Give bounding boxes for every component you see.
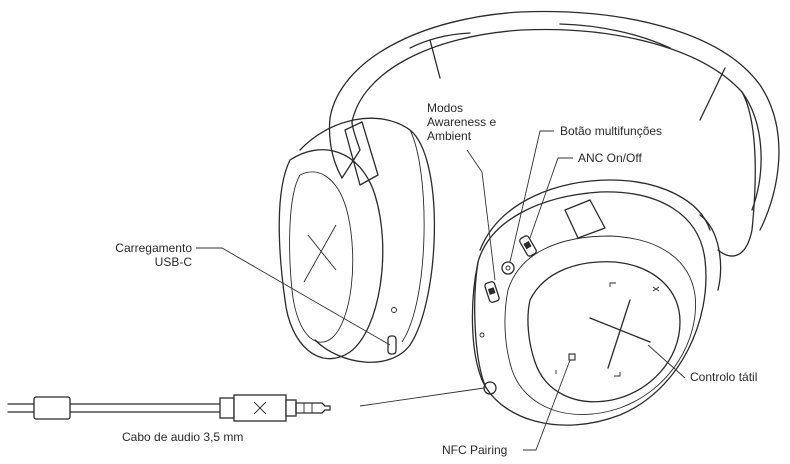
touch-corner-br (614, 372, 621, 377)
touch-corner-tl (609, 282, 616, 287)
leader-anc (529, 157, 573, 239)
label-carregamento-line2: USB-C (154, 255, 192, 269)
headband-fold (429, 39, 726, 121)
cable-wire (7, 403, 221, 413)
touch-plus (652, 286, 660, 292)
right-cup-yoke (564, 199, 606, 239)
label-anc: ANC On/Off (578, 151, 642, 165)
mic-hole (479, 332, 485, 338)
leader-multifuncoes (509, 130, 554, 263)
label-multifuncoes: Botão multifunções (560, 124, 663, 138)
left-cup-cushion (299, 117, 436, 363)
headband-stitch (409, 23, 671, 49)
left-led (391, 307, 397, 313)
cable-sleeve (285, 399, 297, 417)
usb-c-port (387, 335, 397, 355)
awareness-button-mark (487, 287, 496, 295)
label-modos: Modos Awareness e Ambient (427, 101, 496, 143)
right-cup-outer (471, 191, 707, 426)
audio-cable-illustration (7, 394, 331, 422)
right-cup-side (474, 261, 487, 389)
multifunction-button-dot (505, 265, 511, 271)
label-nfc: NFC Pairing (442, 443, 508, 457)
cable-left-plug (33, 396, 71, 420)
leader-modos (466, 149, 496, 281)
right-cup-rim (504, 235, 696, 416)
headband-inner (351, 28, 762, 211)
multifunction-button (501, 261, 515, 275)
leader-carregamento (196, 247, 391, 346)
label-carregamento: Carregamento USB-C (104, 241, 192, 269)
left-cup-cross (303, 224, 337, 283)
label-modos-line2: Awareness e (427, 115, 497, 129)
touch-panel-cross (589, 299, 651, 369)
leader-cable-jack (359, 387, 485, 407)
cable-tip (295, 402, 331, 414)
headband-outer (329, 10, 780, 231)
nfc-mark (568, 353, 576, 361)
label-carregamento-line1: Carregamento (115, 241, 192, 255)
touch-panel (527, 261, 681, 403)
right-cup-cushion-edge (699, 214, 722, 291)
cable-collar (219, 397, 235, 419)
right-cup-back (479, 179, 711, 251)
label-controlo: Controlo tátil (690, 370, 758, 384)
cable-tip-rings (303, 403, 313, 413)
cable-housing-glyph (253, 401, 267, 415)
leader-controlo (647, 344, 686, 379)
headband-arm-right (717, 91, 756, 257)
label-cabo: Cabo de audio 3,5 mm (122, 430, 244, 444)
left-cup-shell (278, 149, 384, 360)
headband-arm-left (328, 117, 361, 179)
label-modos-line1: Modos (427, 101, 464, 115)
label-modos-line3: Ambient (427, 129, 472, 143)
left-cup-yoke (344, 121, 379, 186)
anc-button-mark (523, 241, 532, 250)
left-cup-ring (401, 129, 425, 343)
left-cup-plate (289, 171, 354, 343)
leader-nfc (523, 359, 571, 451)
